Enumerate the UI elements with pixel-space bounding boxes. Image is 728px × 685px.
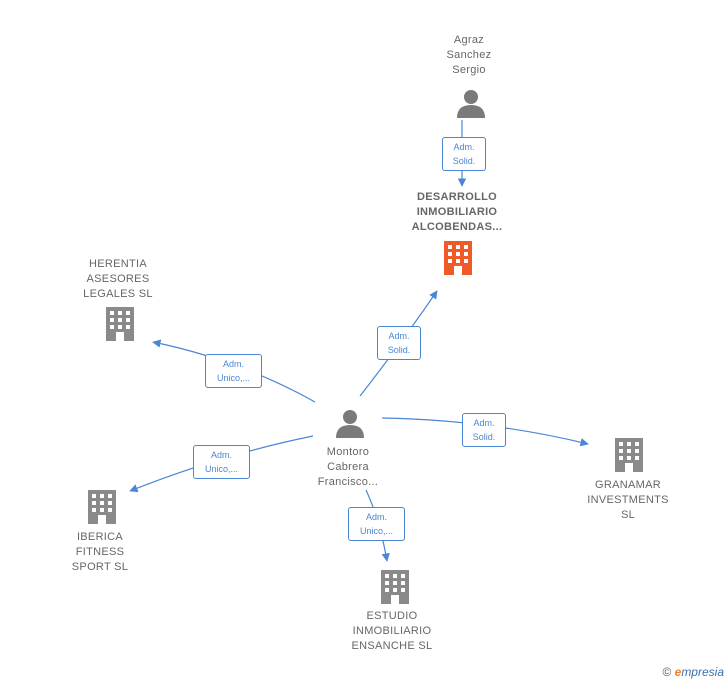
node-label-desarrollo-inmobiliario-alcobendas[interactable]: DESARROLLO INMOBILIARIO ALCOBENDAS... (398, 190, 516, 235)
node-label-line: ENSANCHE SL (351, 640, 433, 652)
node-label-iberica-fitness-sport[interactable]: IBERICA FITNESS SPORT SL (52, 530, 148, 575)
edge-label-line: Solid. (472, 432, 496, 442)
empresia-watermark[interactable]: © empresia (662, 665, 724, 679)
node-label-montoro-cabrera-francisco[interactable]: Montoro Cabrera Francisco... (302, 445, 394, 490)
building-icon[interactable] (615, 438, 643, 472)
node-label-line: Sanchez (446, 49, 492, 61)
node-label-line: Cabrera (327, 461, 369, 473)
node-label-line: Francisco... (317, 476, 379, 488)
edge-label-line: Adm. (222, 359, 244, 369)
node-label-line: Agraz (453, 34, 485, 46)
node-label-line: LEGALES SL (83, 288, 153, 300)
person-icon[interactable] (457, 90, 485, 118)
node-label-line: ESTUDIO (366, 610, 418, 622)
building-icon[interactable] (106, 307, 134, 341)
node-label-line: ALCOBENDAS... (411, 221, 503, 233)
node-label-agraz-sanchez-sergio[interactable]: Agraz Sanchez Sergio (421, 33, 517, 78)
node-label-line: Montoro (326, 446, 370, 458)
brand-initial: e (674, 665, 682, 679)
edge-label-montoro-iberica[interactable]: Adm. Unico,... (193, 445, 250, 479)
node-label-estudio-inmobiliario-ensanche[interactable]: ESTUDIO INMOBILIARIO ENSANCHE SL (338, 609, 446, 654)
edge-label-agraz-desarrollo[interactable]: Adm. Solid. (442, 137, 486, 171)
edge-label-line: Adm. (365, 512, 387, 522)
edge-label-line: Adm. (388, 331, 410, 341)
edge-label-montoro-herentia[interactable]: Adm. Unico,... (205, 354, 262, 388)
person-icon[interactable] (336, 410, 364, 438)
node-label-granamar-investments[interactable]: GRANAMAR INVESTMENTS SL (578, 478, 678, 523)
node-label-line: GRANAMAR (595, 479, 661, 491)
node-label-line: ASESORES (86, 273, 150, 285)
node-label-line: INVESTMENTS (587, 494, 669, 506)
edge-label-line: Unico,... (204, 464, 238, 474)
node-label-line: DESARROLLO (417, 191, 497, 203)
node-label-line: SL (620, 509, 636, 521)
node-label-line: HERENTIA (88, 258, 148, 270)
edge-label-line: Adm. (473, 418, 495, 428)
node-label-line: INMOBILIARIO (416, 206, 498, 218)
building-icon-main[interactable] (444, 241, 472, 275)
edge-label-line: Adm. (210, 450, 232, 460)
edge-label-line: Solid. (452, 156, 476, 166)
copyright-symbol: © (662, 665, 672, 679)
brand-name: mpresia (681, 665, 724, 679)
edge-label-montoro-estudio[interactable]: Adm. Unico,... (348, 507, 405, 541)
building-icon[interactable] (88, 490, 116, 524)
building-icon[interactable] (381, 570, 409, 604)
node-label-line: FITNESS (75, 546, 125, 558)
node-label-herentia-asesores-legales[interactable]: HERENTIA ASESORES LEGALES SL (66, 257, 170, 302)
edge-label-line: Adm. (453, 142, 475, 152)
edge-label-montoro-desarrollo[interactable]: Adm. Solid. (377, 326, 421, 360)
node-label-line: IBERICA (76, 531, 124, 543)
node-label-line: INMOBILIARIO (352, 625, 432, 637)
edge-label-montoro-granamar[interactable]: Adm. Solid. (462, 413, 506, 447)
node-label-line: Sergio (452, 64, 486, 76)
edge-label-line: Unico,... (216, 373, 250, 383)
edge-label-line: Unico,... (359, 526, 393, 536)
edge-label-line: Solid. (387, 345, 411, 355)
node-label-line: SPORT SL (71, 561, 129, 573)
